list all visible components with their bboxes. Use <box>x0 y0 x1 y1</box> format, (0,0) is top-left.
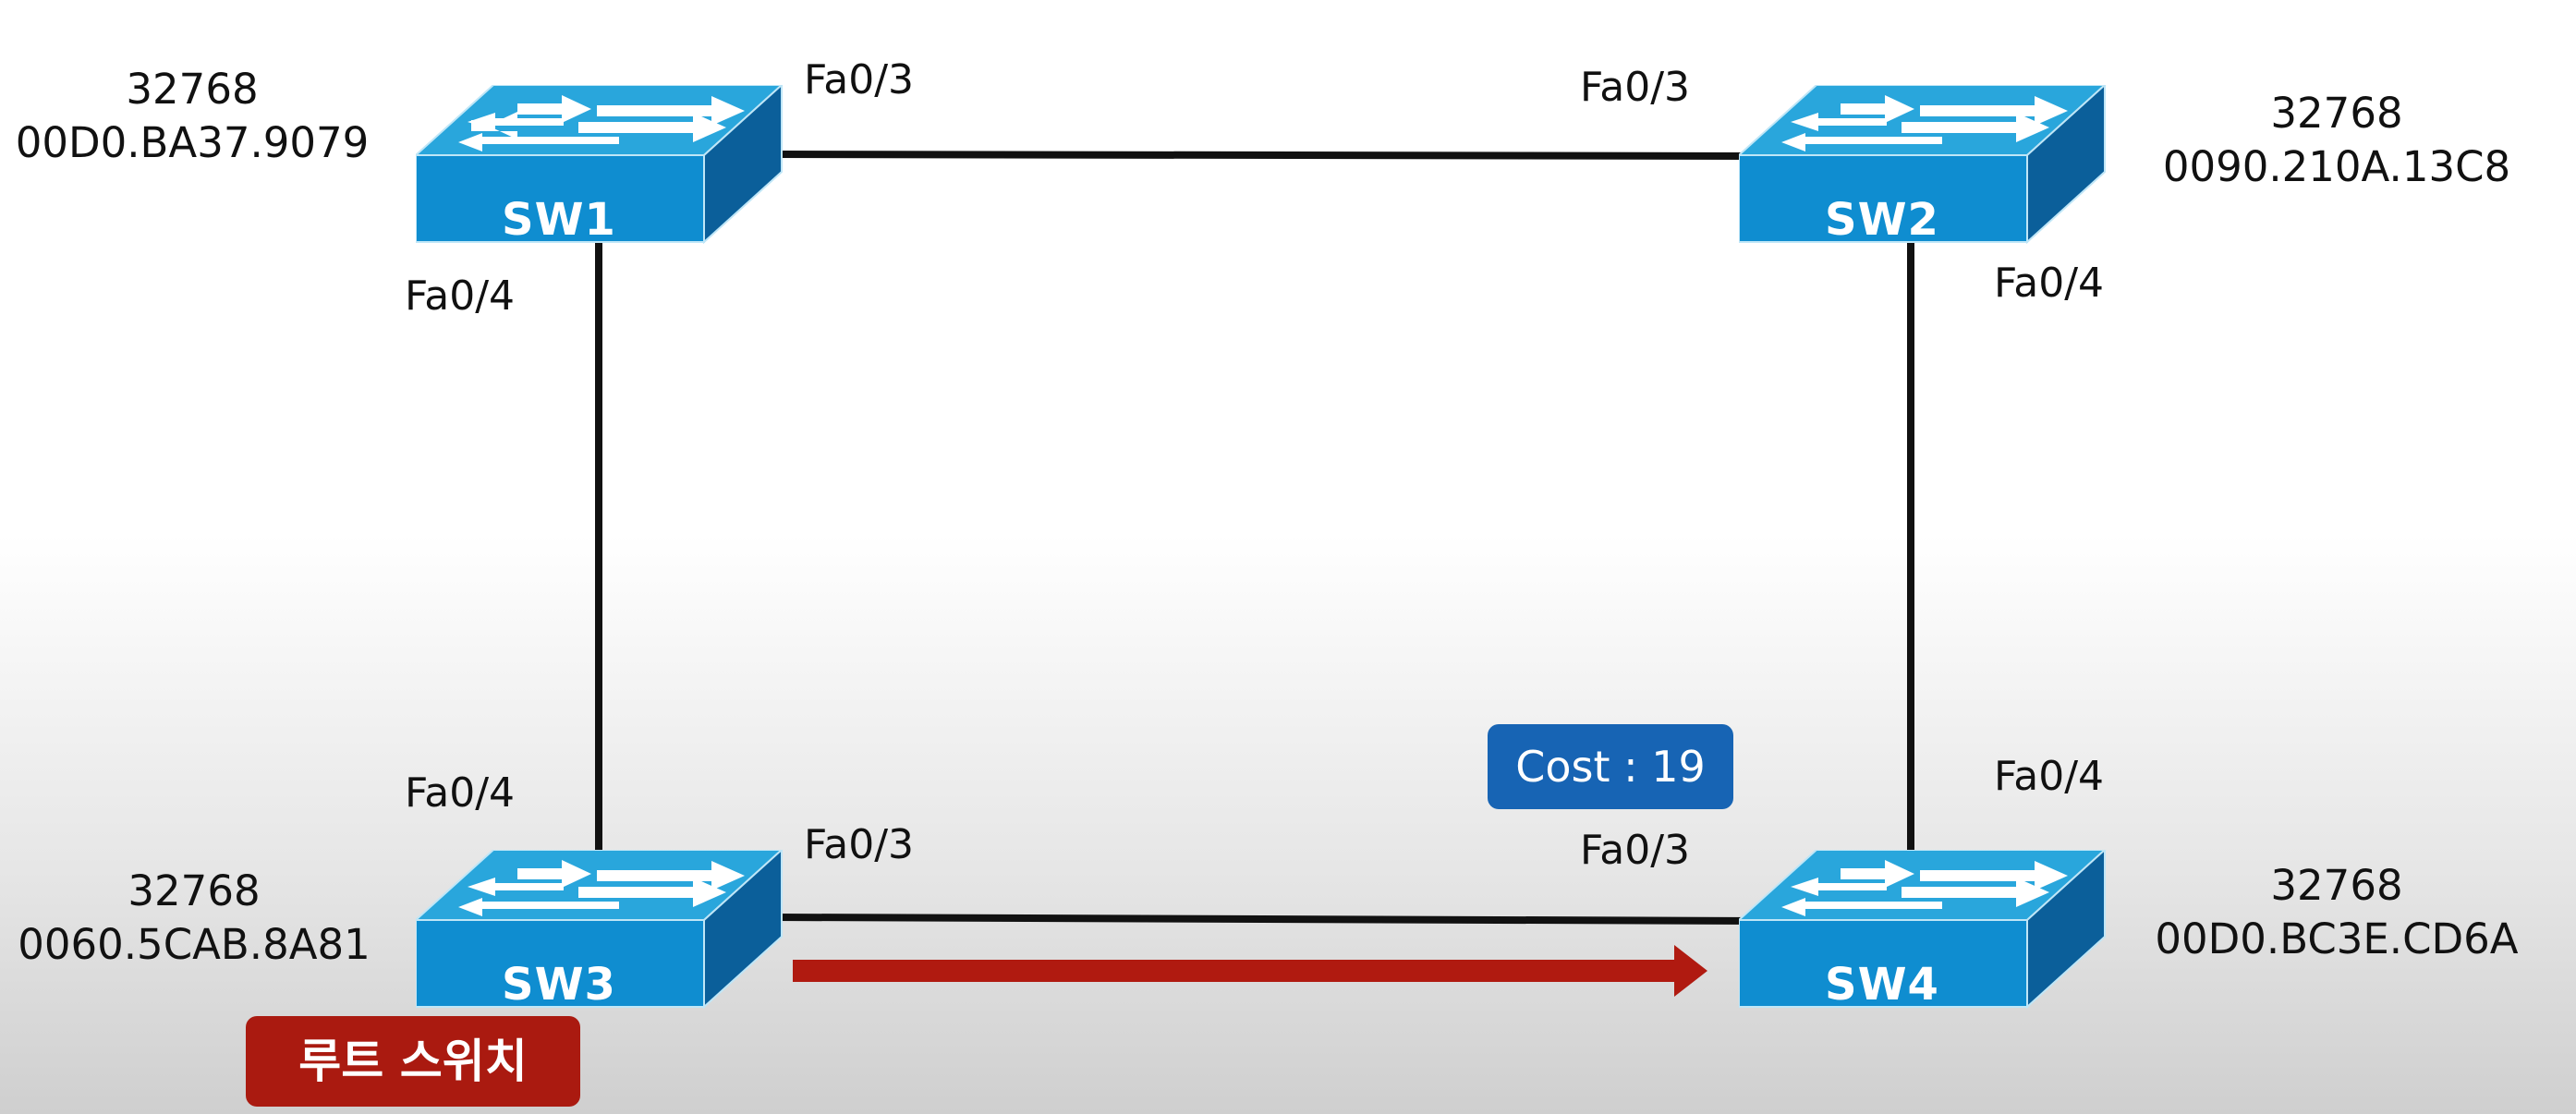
mac-address: 0090.210A.13C8 <box>2162 142 2511 191</box>
switch-name: SW2 <box>1825 194 1939 246</box>
port-label-sw3-fa03: Fa0/3 <box>804 821 915 868</box>
switch-name: SW3 <box>502 959 616 1011</box>
switch-info-sw3: 32768 0060.5CAB.8A81 <box>7 865 381 972</box>
switch-info-sw4: 32768 00D0.BC3E.CD6A <box>2140 859 2533 966</box>
port-label-sw3-fa04: Fa0/4 <box>405 769 516 817</box>
switch-icon <box>416 85 784 245</box>
bridge-priority: 32768 <box>2270 861 2403 910</box>
arrow-right-icon <box>793 945 1707 997</box>
port-label-sw2-fa03: Fa0/3 <box>1580 64 1691 111</box>
switch-sw1[interactable]: SW1 <box>416 85 804 251</box>
bridge-priority: 32768 <box>2270 89 2403 138</box>
switch-info-sw2: 32768 0090.210A.13C8 <box>2149 87 2524 194</box>
switch-name: SW4 <box>1825 959 1939 1011</box>
switch-name: SW1 <box>502 194 616 246</box>
switch-sw2[interactable]: SW2 <box>1739 85 2127 251</box>
switch-info-sw1: 32768 00D0.BA37.9079 <box>7 63 377 170</box>
switch-icon <box>416 850 784 1010</box>
root-switch-badge: 루트 스위치 <box>246 1016 580 1107</box>
cost-badge: Cost : 19 <box>1488 724 1733 809</box>
switch-sw4[interactable]: SW4 <box>1739 850 2127 1016</box>
mac-address: 00D0.BC3E.CD6A <box>2155 914 2519 963</box>
port-label-sw1-fa04: Fa0/4 <box>405 272 516 320</box>
port-label-sw1-fa03: Fa0/3 <box>804 56 915 103</box>
switch-icon <box>1739 850 2107 1010</box>
switch-sw3[interactable]: SW3 <box>416 850 804 1016</box>
mac-address: 00D0.BA37.9079 <box>15 118 370 167</box>
switch-icon <box>1739 85 2107 245</box>
port-label-sw4-fa03: Fa0/3 <box>1580 827 1691 874</box>
link-sw3-sw4 <box>775 914 1756 925</box>
mac-address: 0060.5CAB.8A81 <box>18 920 371 969</box>
link-sw1-sw2 <box>775 151 1756 160</box>
port-label-sw2-fa04: Fa0/4 <box>1994 260 2105 307</box>
bridge-priority: 32768 <box>126 65 259 114</box>
port-label-sw4-fa04: Fa0/4 <box>1994 753 2105 800</box>
bridge-priority: 32768 <box>128 866 261 915</box>
